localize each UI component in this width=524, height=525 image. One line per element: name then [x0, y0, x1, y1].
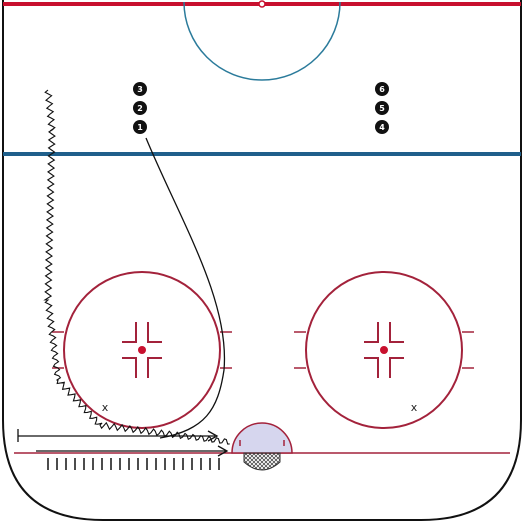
stickhandle-path	[43, 89, 230, 445]
goal-net	[243, 452, 281, 471]
skate-path	[145, 137, 226, 439]
player-marker	[375, 82, 389, 96]
player-marker	[375, 101, 389, 115]
player-label: 3	[137, 85, 143, 94]
players-right: 6 5 4	[375, 82, 389, 134]
player-marker	[375, 120, 389, 134]
left-faceoff-circle	[52, 271, 232, 429]
x-marker: x	[411, 401, 418, 414]
player-label: 4	[379, 123, 385, 132]
center-circle	[183, 1, 341, 81]
goal-crease	[231, 422, 293, 454]
left-faceoff-dot	[138, 346, 146, 354]
shot-arrow	[36, 445, 229, 457]
pass-arrow	[17, 429, 219, 442]
center-dot	[258, 0, 266, 8]
backward-skating-marks	[47, 458, 220, 470]
x-marker: x	[102, 401, 109, 414]
player-marker	[133, 82, 147, 96]
players-left: 3 2 1	[133, 82, 147, 134]
right-faceoff-circle	[294, 271, 474, 429]
player-marker	[133, 101, 147, 115]
player-label: 2	[137, 104, 143, 113]
player-marker	[133, 120, 147, 134]
player-label: 5	[379, 104, 385, 113]
player-label: 1	[137, 123, 143, 132]
right-faceoff-dot	[380, 346, 388, 354]
player-label: 6	[379, 85, 385, 94]
